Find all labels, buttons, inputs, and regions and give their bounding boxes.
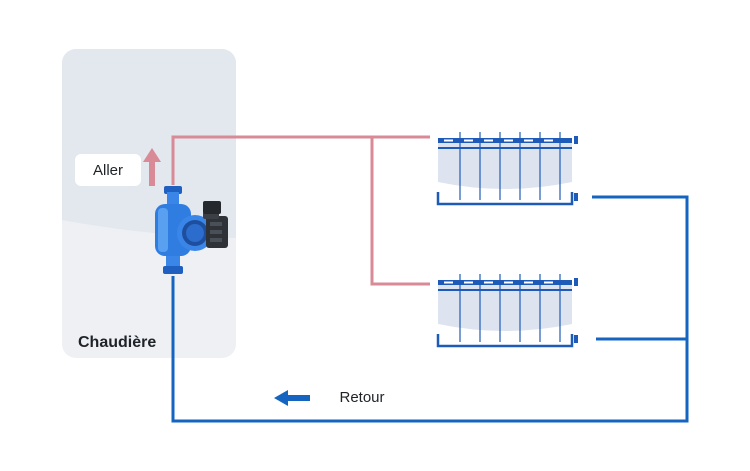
supply-label-box: Aller (75, 154, 141, 186)
boiler-label: Chaudière (78, 334, 156, 351)
boiler-panel: Chaudière (62, 49, 236, 358)
return-label-box: Retour (316, 380, 408, 414)
supply-label: Aller (93, 162, 123, 179)
return-arrow-icon (274, 390, 310, 406)
return-label: Retour (339, 389, 384, 406)
return-pipe (171, 195, 689, 423)
radiator-top-icon (436, 132, 578, 206)
supply-pipe (171, 135, 430, 286)
radiator-bottom-icon (436, 274, 578, 348)
circulator-pump-icon (155, 186, 228, 274)
supply-arrow-icon (143, 148, 161, 186)
